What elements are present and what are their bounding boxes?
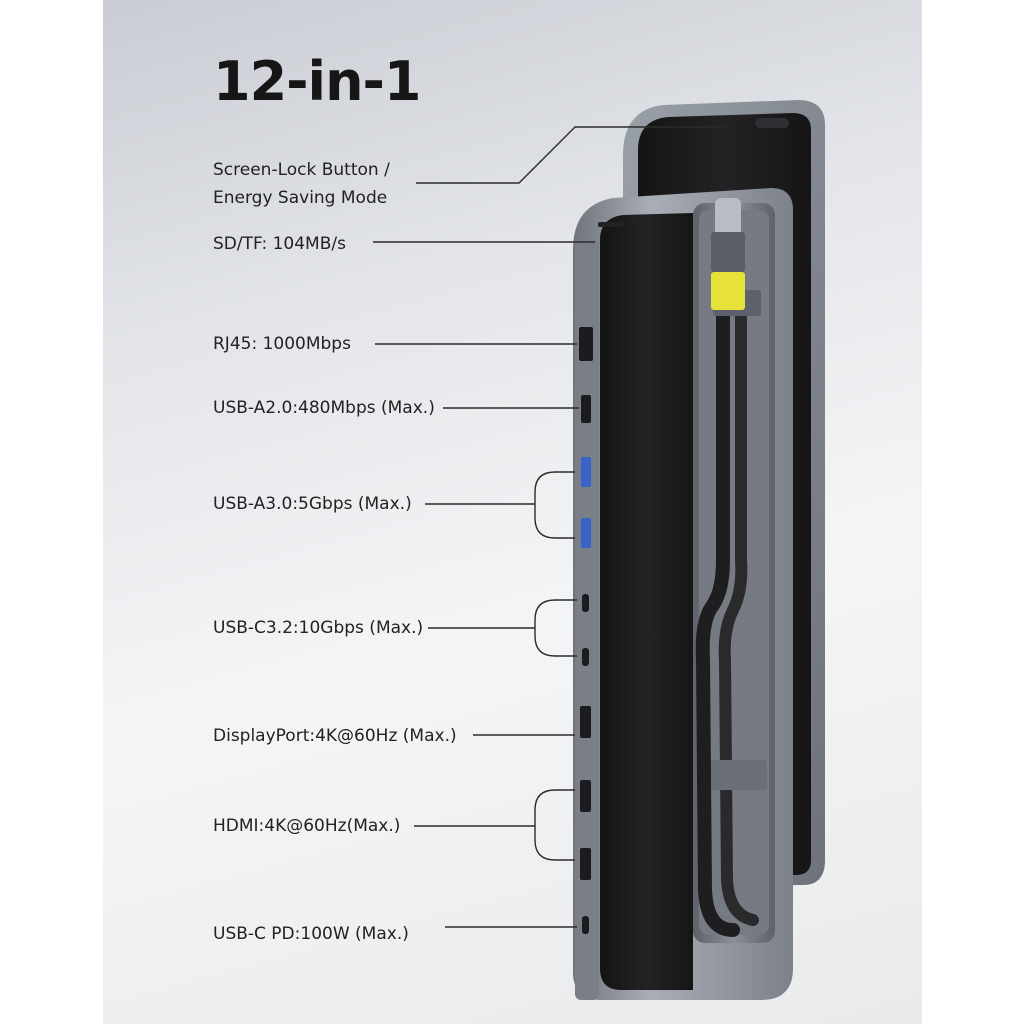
label-screen-lock-line1: Screen-Lock Button / <box>213 160 390 180</box>
label-rj45: RJ45: 1000Mbps <box>213 334 351 354</box>
screen-lock-button-icon <box>755 118 789 128</box>
usb-c-port-icon <box>582 594 589 612</box>
side-ports <box>579 327 593 934</box>
bracket-usb-c32 <box>534 599 577 657</box>
leader-screen-lock <box>416 126 725 184</box>
label-usb-a3: USB-A3.0:5Gbps (Max.) <box>213 494 412 514</box>
label-screen-lock: Screen-Lock Button / Energy Saving Mode <box>213 156 390 212</box>
label-usb-c32: USB-C3.2:10Gbps (Max.) <box>213 618 424 638</box>
tf-slot-icon <box>630 217 644 222</box>
bracket-hdmi <box>534 789 575 861</box>
usb-a3-port-icon <box>581 518 591 548</box>
usb-a2-port-icon <box>581 395 591 423</box>
page-title: 12-in-1 <box>213 50 421 113</box>
bracket-usb-a3 <box>534 471 575 539</box>
usb-c-connector-icon <box>715 198 741 238</box>
usb-c-port-icon <box>582 648 589 666</box>
hdmi-port-icon <box>580 848 591 880</box>
label-hdmi: HDMI:4K@60Hz(Max.) <box>213 816 401 836</box>
product-canvas: 12-in-1 Screen-Lock Button / Energy Savi… <box>103 0 922 1024</box>
usb-c-pd-port-icon <box>582 916 589 934</box>
label-screen-lock-line2: Energy Saving Mode <box>213 188 388 208</box>
leader-lines <box>373 126 725 928</box>
sd-slot-icon <box>598 222 624 227</box>
front-unit <box>573 188 793 1000</box>
cable-clip-icon <box>711 760 767 790</box>
label-usb-c-pd: USB-C PD:100W (Max.) <box>213 924 409 944</box>
connector-yellow-band <box>711 272 745 310</box>
rj45-port-icon <box>579 327 593 361</box>
usb-a3-port-icon <box>581 457 591 487</box>
displayport-icon <box>580 706 591 738</box>
hub-illustration <box>373 100 825 1000</box>
label-displayport: DisplayPort:4K@60Hz (Max.) <box>213 726 457 746</box>
hdmi-port-icon <box>580 780 591 812</box>
label-usb-a2: USB-A2.0:480Mbps (Max.) <box>213 398 435 418</box>
label-sd-tf: SD/TF: 104MB/s <box>213 234 346 254</box>
usb-c-cable <box>695 198 767 937</box>
